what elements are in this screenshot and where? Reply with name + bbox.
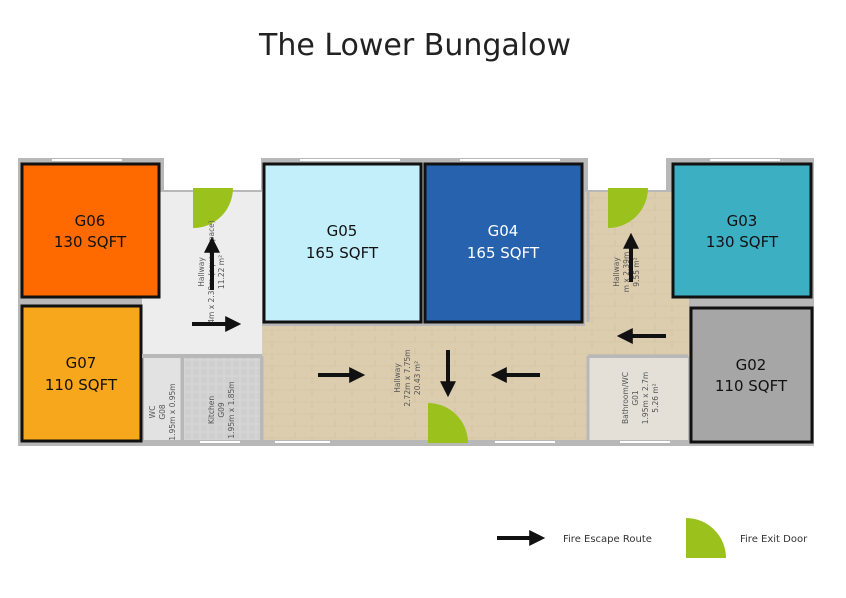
legend-door-label: Fire Exit Door [740,534,808,545]
wc-label: WC G08 1.95m x 0.95m [148,383,177,440]
bathroom-label: Bathroom/WC G01 1.95m x 2.7m 5.26 m² [621,372,660,424]
legend-door-icon [686,518,726,558]
svg-text:G01: G01 [631,390,640,406]
room-g04-code: G04 [488,222,519,240]
room-g06-area: 130 SQFT [54,233,127,251]
hallway-center-label: Hallway 2.72m x 7.75m 20.43 m² [393,349,422,406]
svg-text:Hallway: Hallway [393,363,402,393]
room-g04-area: 165 SQFT [467,244,540,262]
room-g02 [689,306,814,444]
svg-text:WC: WC [148,406,157,419]
room-g05-area: 165 SQFT [306,244,379,262]
svg-text:5.26 m²: 5.26 m² [651,383,660,412]
page-title: The Lower Bungalow [259,28,571,63]
room-g03-area: 130 SQFT [706,233,779,251]
room-g07 [20,304,143,443]
svg-text:Hallway: Hallway [197,257,206,287]
room-g04 [423,162,584,324]
hallway-right-label: Hallway m x 2.39m 9.55 m² [612,252,641,293]
svg-text:1.95m x 1.85m: 1.95m x 1.85m [227,381,236,438]
fire-exit-door-left [193,188,233,228]
room-g05 [262,162,423,324]
svg-text:m x 2.39m: m x 2.39m [622,252,631,293]
windows [52,159,780,443]
bathroom-floor [588,358,688,440]
fire-exit-door-right [608,188,648,228]
room-g06-code: G06 [75,212,106,230]
room-g02-area: 110 SQFT [715,377,788,395]
svg-text:Kitchen: Kitchen [207,396,216,424]
fire-exit-door-bottom [428,403,468,443]
svg-text:1.95m x 0.95m: 1.95m x 0.95m [168,383,177,440]
room-g06 [20,162,161,299]
legend-route-label: Fire Escape Route [563,534,652,545]
room-g03-code: G03 [727,212,758,230]
svg-text:11.22 m²: 11.22 m² [217,255,226,289]
room-g02-code: G02 [736,356,767,374]
svg-text:G08: G08 [158,404,167,420]
svg-text:Bathroom/WC: Bathroom/WC [621,372,630,424]
svg-text:20.43 m²: 20.43 m² [413,361,422,395]
kitchen-floor [184,358,260,440]
svg-text:Hallway: Hallway [612,257,621,287]
room-g07-area: 110 SQFT [45,376,118,394]
hallway-center-floor [262,326,588,440]
room-g05-code: G05 [327,222,358,240]
kitchen-label: Kitchen G09 1.95m x 1.85m [207,381,236,438]
svg-text:9.55 m²: 9.55 m² [632,257,641,286]
wc-floor [144,358,182,440]
room-g03 [671,162,813,299]
svg-text:2.72m x 7.75m: 2.72m x 7.75m [403,349,412,406]
svg-text:G09: G09 [217,402,226,418]
svg-text:1.95m x 2.7m: 1.95m x 2.7m [641,372,650,424]
room-g07-code: G07 [66,354,97,372]
